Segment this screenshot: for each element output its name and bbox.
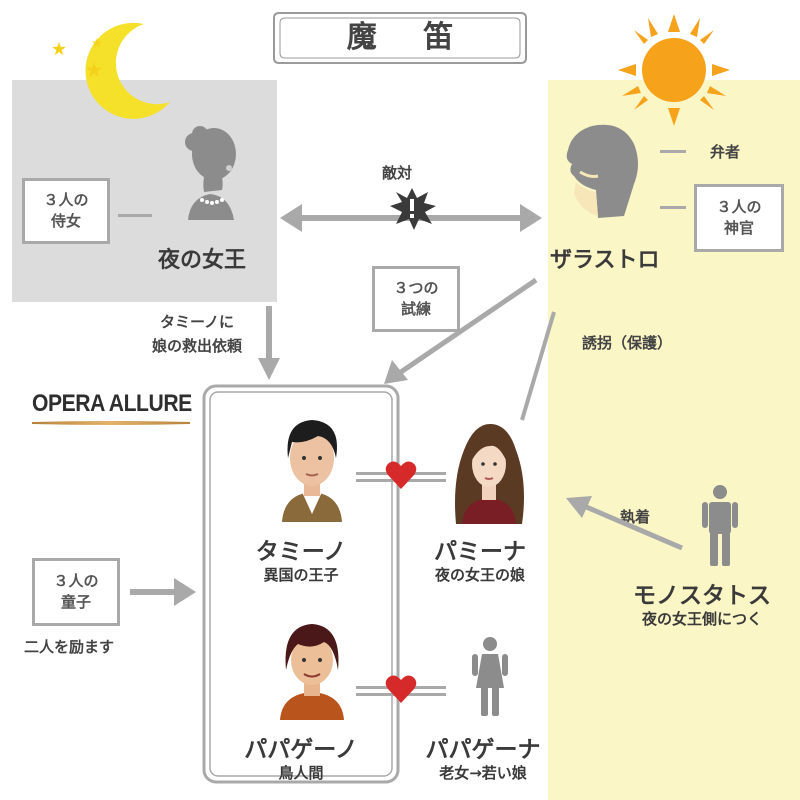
star-icon [52, 42, 66, 56]
tamino-name: タミーノ [255, 539, 347, 565]
conflict-burst-icon [390, 188, 436, 230]
trials-label-line2: 試練 [400, 300, 431, 318]
obsession-label: 執着 [620, 508, 651, 526]
heart-icon [385, 461, 417, 489]
pamina-desc: 夜の女王の娘 [434, 566, 525, 584]
boys-arrow [130, 578, 196, 606]
brand-underline [32, 421, 190, 425]
priests-label-line2: 神官 [723, 219, 754, 237]
trials-arrow [384, 277, 538, 384]
orator-connector [660, 150, 686, 153]
papageno-desc: 鳥人間 [278, 764, 324, 782]
papagena-silhouette-icon [472, 637, 508, 716]
priests-connector [660, 206, 686, 209]
obsession-arrow [566, 496, 683, 551]
boys-label-line1: ３人の [53, 572, 99, 590]
pamina-name: パミーナ [434, 539, 526, 565]
boys-box: ３人の 童子 [32, 558, 120, 626]
star-icon [92, 38, 102, 48]
orator-label: 弁者 [710, 143, 741, 161]
sarastro-name: ザラストロ [550, 248, 660, 273]
priests-box: ３人の 神官 [694, 184, 784, 252]
page-title: 魔 笛 [346, 20, 472, 55]
abduct-label: 誘拐（保護） [582, 334, 673, 352]
papagena-name: パパゲーナ [425, 737, 541, 763]
queen-silhouette-icon [185, 126, 236, 220]
heart-icon [385, 675, 417, 703]
request-label-line1: タミーノに [159, 313, 235, 331]
priests-label-line1: ３人の [716, 198, 762, 216]
star-icon [86, 62, 102, 78]
trials-label-line1: ３つの [393, 279, 439, 297]
pamina-portrait [455, 424, 524, 524]
maids-connector [118, 214, 152, 217]
monostatos-desc: 夜の女王側につく [641, 610, 762, 628]
abduct-line [520, 311, 556, 421]
maids-box: ３人の 侍女 [22, 178, 110, 244]
papageno-portrait [280, 624, 344, 720]
papageno-name: パパゲーノ [244, 737, 358, 763]
tamino-desc: 異国の王子 [263, 566, 339, 584]
request-label-line2: 娘の救出依頼 [151, 337, 242, 355]
monostatos-name: モノスタトス [633, 583, 771, 609]
request-arrow [258, 306, 280, 380]
title-frame [273, 12, 527, 64]
tamino-portrait [282, 420, 342, 522]
maids-label-line2: 侍女 [50, 212, 81, 230]
boys-desc: 二人を励ます [24, 638, 115, 656]
sun-icon [618, 14, 730, 126]
monostatos-silhouette-icon [702, 485, 738, 566]
moon-icon [85, 22, 170, 119]
maids-label-line1: ３人の [43, 191, 89, 209]
queen-name: 夜の女王 [158, 248, 247, 273]
tamino-papageno-frame [202, 384, 400, 784]
papagena-desc: 老女→若い娘 [439, 764, 527, 782]
request-label: タミーノに 娘の救出依頼 [132, 310, 262, 358]
boys-label-line2: 童子 [60, 593, 91, 611]
hostile-label: 敵対 [382, 164, 413, 182]
brand-logo: OPERA ALLURE [32, 390, 192, 417]
sarastro-silhouette-icon [566, 124, 638, 218]
trials-box: ３つの 試練 [372, 266, 460, 332]
